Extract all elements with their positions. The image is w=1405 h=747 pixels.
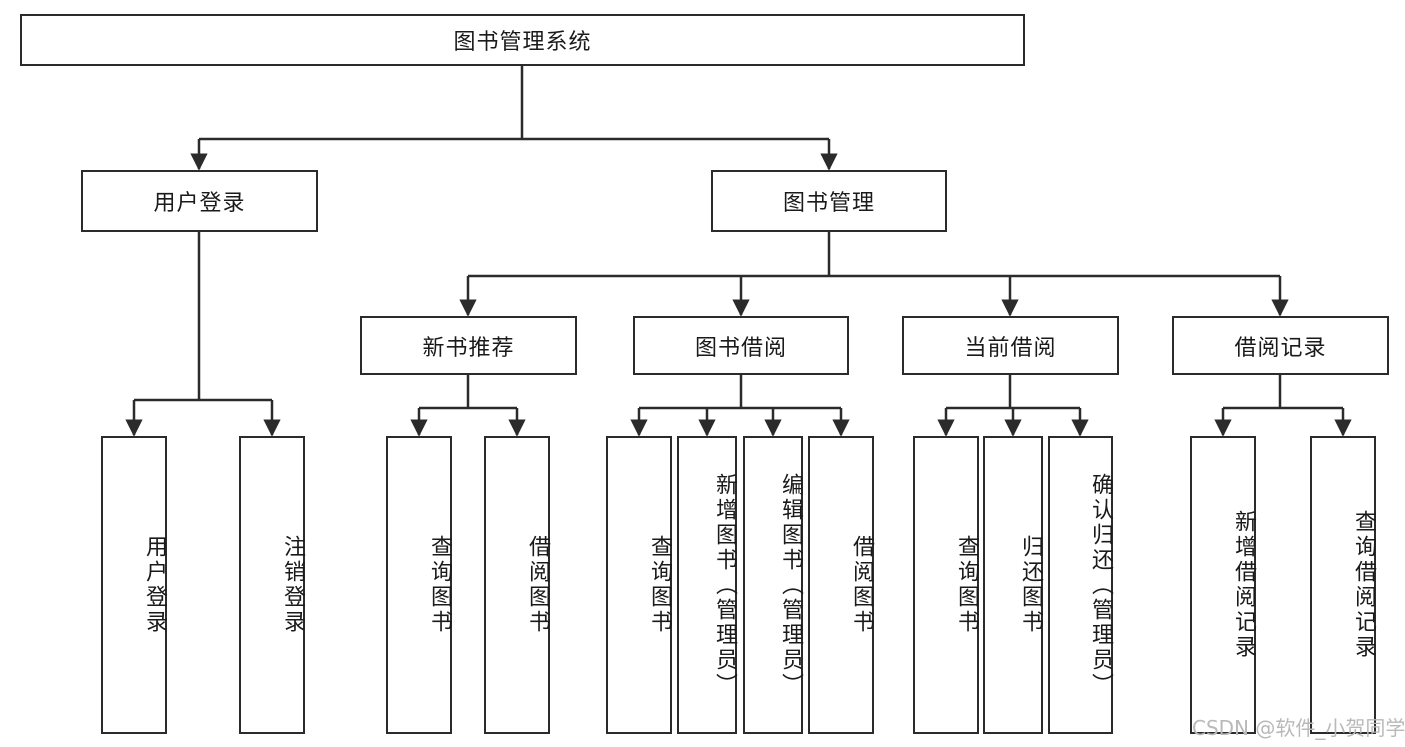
node-label: 借阅图书 xyxy=(525,535,550,635)
node-leaf-return-book: 归还图书 xyxy=(983,436,1043,734)
node-label: 查询图书 xyxy=(427,535,452,635)
node-current-borrow: 当前借阅 xyxy=(902,316,1119,375)
node-label: 图书管理 xyxy=(782,191,875,216)
node-label: 图书管理系统 xyxy=(453,30,592,55)
node-leaf-edit-book: 编辑图书（管理员） xyxy=(743,436,803,734)
node-label: 编辑图书（管理员） xyxy=(778,472,803,698)
node-leaf-add-record: 新增借阅记录 xyxy=(1190,436,1256,734)
node-label: 归还图书 xyxy=(1018,535,1043,635)
node-label: 查询图书 xyxy=(954,535,979,635)
node-label: 用户登录 xyxy=(153,191,246,216)
node-leaf-add-book: 新增图书（管理员） xyxy=(677,436,737,734)
node-leaf-logout: 注销登录 xyxy=(239,436,305,734)
node-label: 用户登录 xyxy=(142,535,167,635)
node-label: 借阅记录 xyxy=(1234,335,1327,361)
node-label: 确认归还（管理员） xyxy=(1088,472,1113,698)
node-book-manage: 图书管理 xyxy=(711,170,947,232)
node-label: 图书借阅 xyxy=(694,335,787,361)
node-root: 图书管理系统 xyxy=(20,14,1025,66)
node-label: 新增借阅记录 xyxy=(1231,510,1256,660)
node-borrow-record: 借阅记录 xyxy=(1172,316,1389,375)
node-leaf-query-book-1: 查询图书 xyxy=(386,436,452,734)
node-new-book-recommend: 新书推荐 xyxy=(360,316,577,375)
node-book-borrow: 图书借阅 xyxy=(633,316,849,375)
node-label: 查询图书 xyxy=(647,535,672,635)
node-leaf-query-book-2: 查询图书 xyxy=(606,436,672,734)
node-leaf-user-login: 用户登录 xyxy=(101,436,167,734)
node-label: 查询借阅记录 xyxy=(1351,510,1376,660)
node-label: 注销登录 xyxy=(280,535,305,635)
node-label: 借阅图书 xyxy=(849,535,874,635)
node-label: 新增图书（管理员） xyxy=(712,472,737,698)
node-leaf-query-book-3: 查询图书 xyxy=(913,436,979,734)
node-user-login: 用户登录 xyxy=(81,170,318,232)
node-leaf-confirm-return: 确认归还（管理员） xyxy=(1048,436,1113,734)
node-leaf-borrow-book-2: 借阅图书 xyxy=(808,436,874,734)
node-leaf-query-record: 查询借阅记录 xyxy=(1310,436,1376,734)
node-leaf-borrow-book-1: 借阅图书 xyxy=(484,436,550,734)
node-label: 当前借阅 xyxy=(964,335,1057,361)
node-label: 新书推荐 xyxy=(422,335,515,361)
